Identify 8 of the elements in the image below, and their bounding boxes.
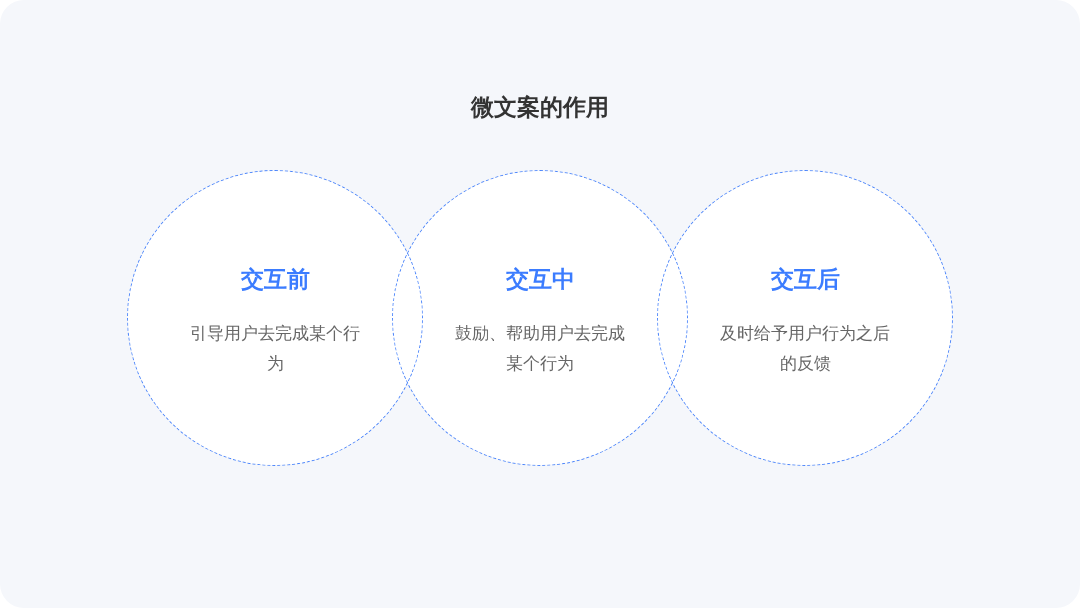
circle-description: 及时给予用户行为之后的反馈 — [719, 323, 891, 375]
dashed-circle — [657, 170, 953, 466]
circle-heading: 交互中 — [505, 265, 575, 293]
circle-description: 引导用户去完成某个行为 — [189, 323, 361, 375]
diagram-title: 微文案的作用 — [471, 93, 609, 122]
circle-heading: 交互后 — [770, 265, 840, 293]
circle-description: 鼓励、帮助用户去完成某个行为 — [454, 323, 626, 375]
circle-heading: 交互前 — [240, 265, 310, 293]
